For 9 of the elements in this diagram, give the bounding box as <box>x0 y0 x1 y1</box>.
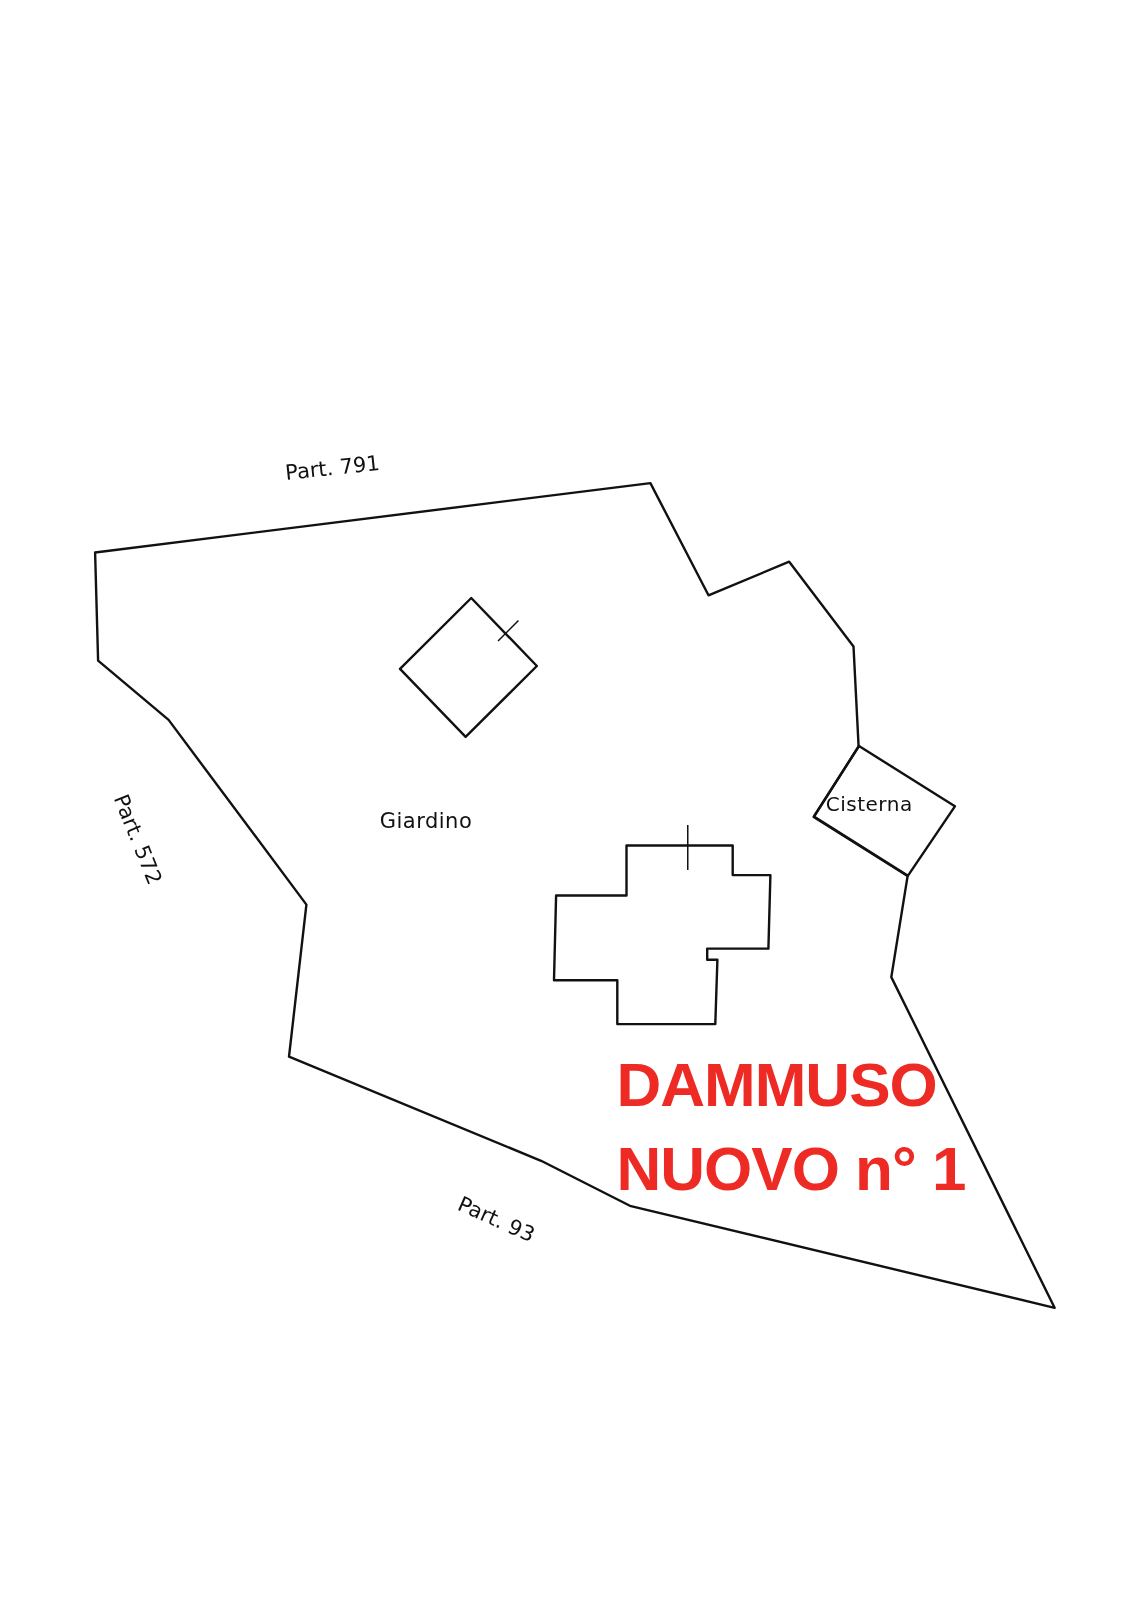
title-note: DAMMUSO NUOVO n° 1 <box>616 1049 967 1206</box>
parcel-label: Part. 572 <box>108 791 167 889</box>
cistern-outline <box>811 744 957 878</box>
parcel-label: Part. 791 <box>283 451 381 486</box>
parcel-label: Part. 93 <box>454 1192 539 1248</box>
area-label: Giardino <box>379 809 473 834</box>
land-parcel-outline <box>91 479 1058 1311</box>
area-label: Cisterna <box>825 792 913 817</box>
square-structure <box>398 596 539 739</box>
